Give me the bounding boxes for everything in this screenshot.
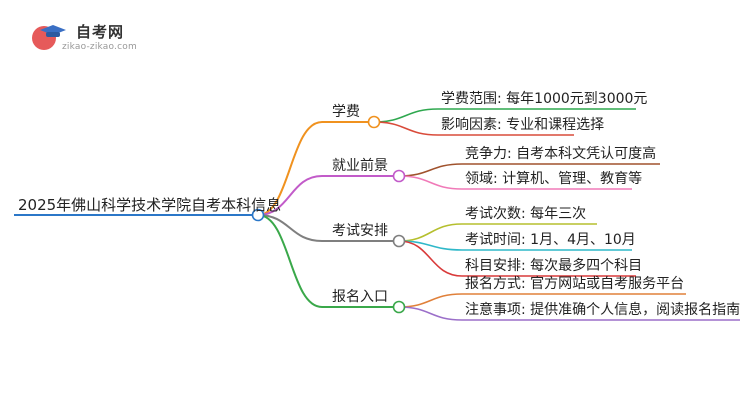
leaf-label: 影响因素: 专业和课程选择 [441, 117, 605, 133]
branch-connector [257, 121, 323, 216]
logo-name: 自考网 [76, 23, 125, 41]
leaf-connector [398, 306, 463, 321]
leaf-label: 考试时间: 1月、4月、10月 [465, 232, 636, 248]
branch-connector [257, 214, 323, 308]
branch-node-icon [392, 169, 406, 183]
leaf-connector [398, 293, 463, 308]
leaf-label: 科目安排: 每次最多四个科目 [465, 258, 643, 274]
branch-node-icon [367, 115, 381, 129]
leaf-connector [398, 240, 463, 277]
branch-connector [257, 214, 323, 242]
branch-label: 考试安排 [332, 223, 388, 239]
branch-node-icon [392, 300, 406, 314]
branch-node-icon [392, 234, 406, 248]
leaf-connector [373, 108, 439, 123]
leaf-label: 考试次数: 每年三次 [465, 206, 587, 222]
leaf-label: 领域: 计算机、管理、教育等 [465, 171, 643, 187]
root-node-icon [251, 208, 265, 222]
leaf-label: 学费范围: 每年1000元到3000元 [441, 91, 648, 107]
leaf-connector [373, 121, 439, 136]
branch-label: 报名入口 [332, 289, 388, 305]
root-label: 2025年佛山科学技术学院自考本科信息 [18, 196, 282, 214]
site-logo[interactable]: 自考网 zikao-zikao.com [28, 20, 148, 60]
leaf-label: 注意事项: 提供准确个人信息，阅读报名指南 [465, 302, 741, 318]
logo-url: zikao-zikao.com [62, 42, 137, 52]
leaf-connector [398, 223, 463, 242]
graduation-cap-icon [40, 25, 66, 37]
leaf-label: 竞争力: 自考本科文凭认可度高 [465, 146, 657, 162]
leaf-connector [398, 163, 463, 177]
branch-label: 学费 [332, 104, 360, 120]
leaf-label: 报名方式: 官方网站或自考服务平台 [465, 276, 685, 292]
branch-label: 就业前景 [332, 158, 388, 174]
branch-connector [257, 175, 323, 216]
leaf-connector [398, 175, 463, 190]
